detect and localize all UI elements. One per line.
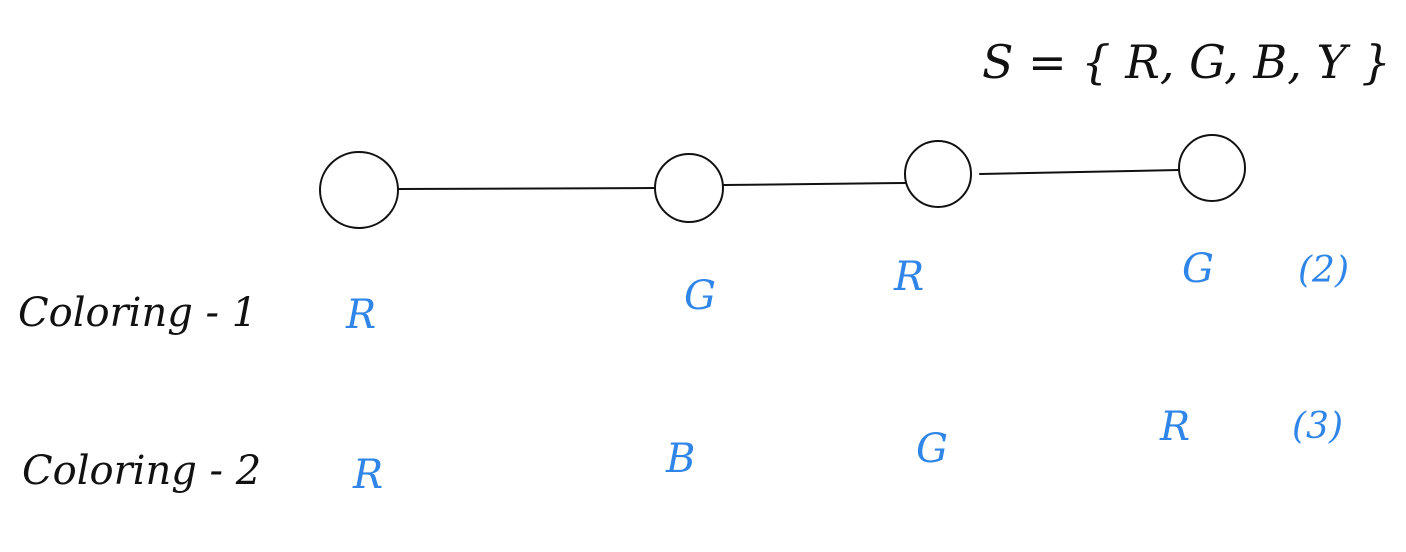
coloring-2-node-4-color: R (1159, 404, 1190, 450)
coloring-2-label: Coloring - 2 (22, 448, 261, 494)
coloring-1-node-2-color: G (684, 273, 716, 319)
edge-n1-n2 (397, 187, 655, 190)
graph-nodes (319, 134, 1246, 229)
coloring-2-count: (3) (1292, 406, 1343, 447)
coloring-2-row: Coloring - 2 R B G R (3) (22, 404, 1343, 498)
graph-node-3 (904, 140, 972, 208)
coloring-2-node-2-color: B (665, 436, 695, 482)
edge-n2-n3 (723, 182, 907, 186)
graph-edges (397, 169, 1180, 190)
coloring-1-node-1-color: R (345, 292, 376, 338)
graph-node-4 (1178, 134, 1246, 202)
coloring-1-count: (2) (1298, 250, 1349, 291)
coloring-2-node-3-color: G (916, 426, 948, 472)
coloring-1-row: Coloring - 1 R G R G (2) (18, 246, 1349, 338)
edge-n3-n4 (979, 169, 1180, 175)
coloring-1-node-3-color: R (893, 254, 924, 300)
coloring-1-label: Coloring - 1 (18, 290, 257, 336)
set-notation: S = { R, G, B, Y } (982, 35, 1391, 89)
graph-node-1 (319, 151, 399, 229)
coloring-2-node-1-color: R (352, 452, 383, 498)
graph-node-2 (654, 153, 724, 223)
coloring-1-node-4-color: G (1182, 246, 1214, 292)
